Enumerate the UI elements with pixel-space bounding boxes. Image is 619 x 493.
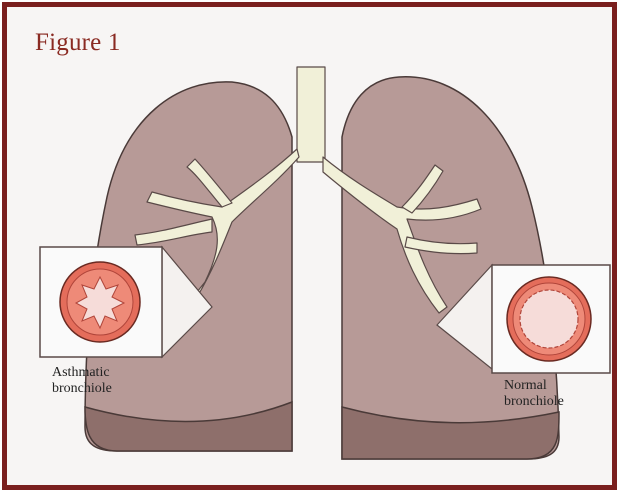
trachea bbox=[297, 67, 325, 162]
normal-label: Normal bronchiole bbox=[504, 378, 564, 410]
asthmatic-label: Asthmatic bronchiole bbox=[52, 365, 112, 397]
asthmatic-label-line-1: Asthmatic bbox=[52, 365, 112, 381]
normal-label-line-2: bronchiole bbox=[504, 394, 564, 410]
asthmatic-label-line-2: bronchiole bbox=[52, 381, 112, 397]
normal-lumen bbox=[520, 290, 578, 348]
normal-label-line-1: Normal bbox=[504, 378, 564, 394]
figure-title: Figure 1 bbox=[35, 29, 121, 57]
lung-diagram bbox=[7, 7, 612, 485]
